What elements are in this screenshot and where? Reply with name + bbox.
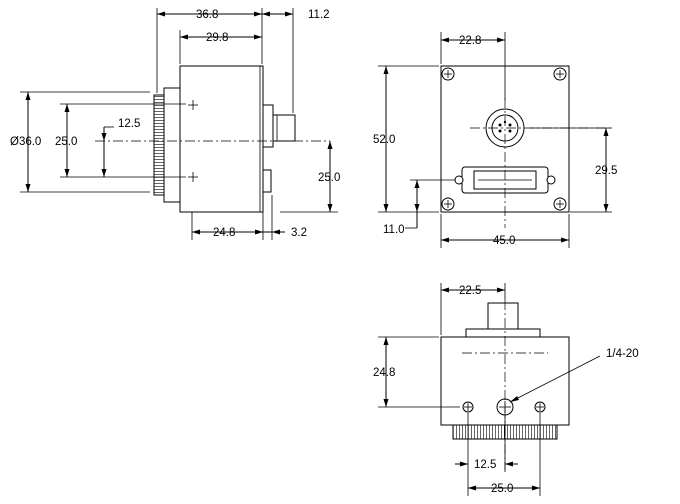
- dim-hole-offset: 12.5: [118, 118, 140, 130]
- round-connector-side: [272, 114, 296, 142]
- dim-bottom-hole-offset: 12.5: [474, 459, 496, 471]
- tripod-thread-label: 1/4-20: [606, 348, 639, 360]
- dim-rear-connector-x: 22.8: [459, 35, 481, 47]
- dim-body-length: 29.8: [206, 32, 228, 44]
- lower-connector-side: [262, 169, 272, 193]
- connector-top-view: [487, 302, 519, 330]
- rear-view: 22.8 52.0 29.5 11.0 45.0: [373, 32, 617, 248]
- dim-bottom-connector-x: 22.5: [459, 285, 481, 297]
- bottom-view: 22.5 24.8 1/4-20 12.5 25.0: [373, 283, 639, 496]
- camera-body-side: [179, 65, 264, 213]
- dim-rear-height: 52.0: [373, 134, 395, 146]
- dim-lower-connector-y: 11.0: [383, 224, 405, 236]
- dim-rear-connector-y: 29.5: [595, 165, 617, 177]
- mount-hole-upper: [188, 100, 198, 110]
- dim-lower-connector-height: 25.0: [318, 172, 340, 184]
- screw-bottom-left: [441, 197, 455, 211]
- dim-connector-depth: 3.2: [291, 227, 307, 239]
- screw-top-right: [553, 67, 567, 81]
- screw-bottom-right: [553, 197, 567, 211]
- mount-hole-lower: [188, 172, 198, 182]
- dim-diameter: Ø36.0: [10, 136, 41, 148]
- lens-flange: [163, 87, 181, 203]
- dim-bottom-hole-span: 25.0: [491, 483, 513, 495]
- dim-overall-length: 36.8: [196, 9, 218, 21]
- screw-top-left: [441, 67, 455, 81]
- dim-rear-to-connector: 24.8: [213, 227, 235, 239]
- bottom-hole-left: [462, 401, 474, 413]
- bottom-hole-right: [534, 401, 546, 413]
- side-view: 36.8 11.2 29.8 Ø36.0 25.0 12.5 25.0: [10, 8, 340, 240]
- dim-rear-width: 45.0: [493, 235, 515, 247]
- dim-hole-span: 25.0: [55, 136, 77, 148]
- dim-tripod-height: 24.8: [373, 367, 395, 379]
- dim-connector-length: 11.2: [308, 9, 330, 21]
- knurled-lens-ring: [153, 94, 165, 196]
- round-connector-rear: [485, 108, 525, 148]
